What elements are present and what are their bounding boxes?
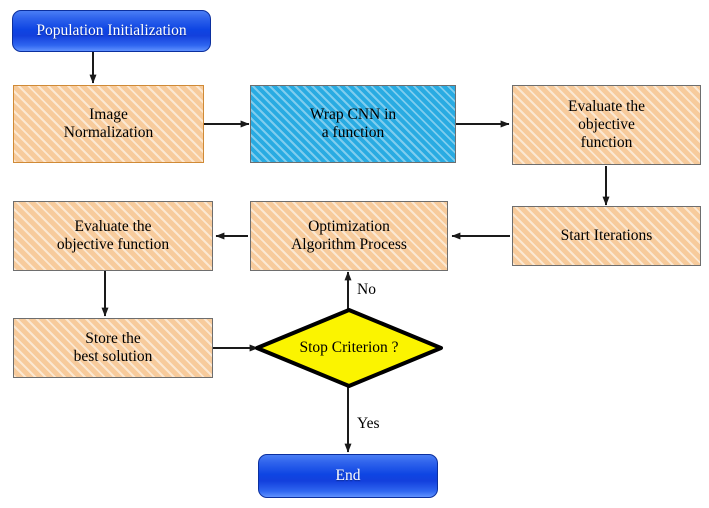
node-label-end: End bbox=[335, 466, 361, 484]
node-label-start-iterations: Start Iterations bbox=[560, 226, 653, 244]
node-label-stop-criterion: Stop Criterion ? bbox=[299, 338, 399, 356]
decision-diamond-shape bbox=[255, 308, 443, 388]
edge-label-no: No bbox=[357, 281, 376, 298]
edge-label-yes: Yes bbox=[357, 415, 380, 432]
node-stop-criterion[interactable]: Stop Criterion ? bbox=[254, 307, 444, 389]
node-end[interactable]: End bbox=[258, 454, 438, 498]
node-start-iterations[interactable]: Start Iterations bbox=[512, 206, 701, 266]
node-label-population-initialization: Population Initialization bbox=[36, 21, 187, 39]
node-population-initialization[interactable]: Population Initialization bbox=[12, 10, 211, 52]
